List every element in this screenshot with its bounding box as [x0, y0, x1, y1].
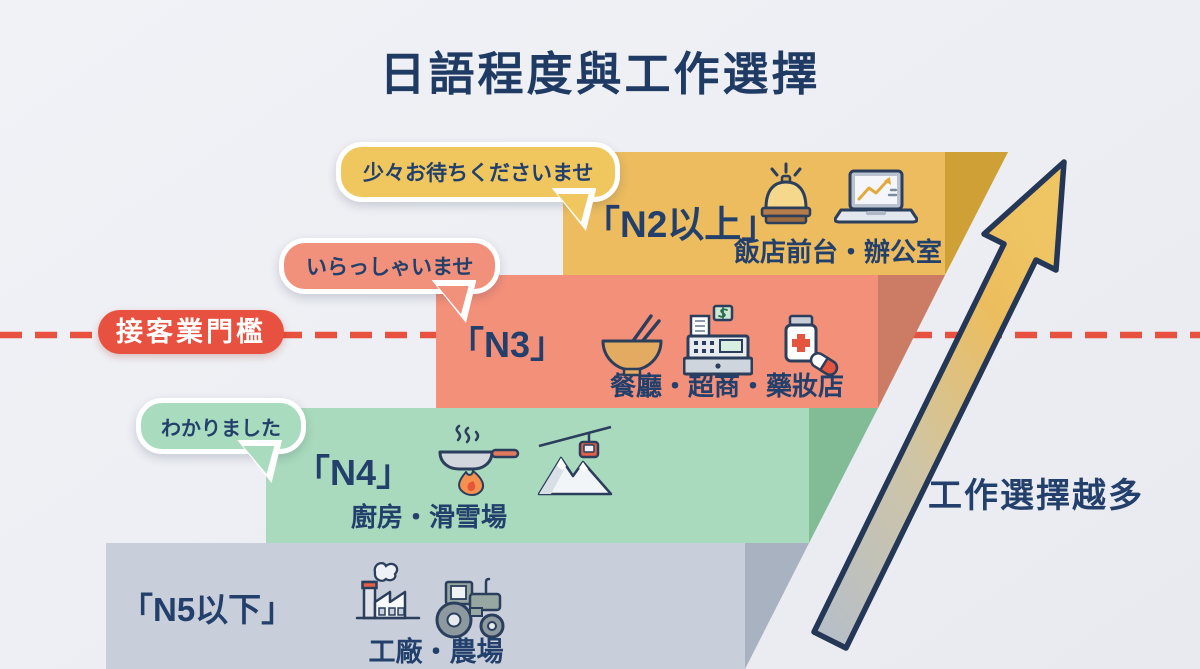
growth-arrow — [811, 159, 1067, 651]
tractor-icon — [435, 577, 505, 639]
speech-bubble-tail — [551, 194, 589, 222]
jobs-n4: 廚房・滑雪場 — [350, 502, 507, 532]
jobs-n3: 餐廳・超商・藥妝店 — [609, 371, 844, 401]
step-n5-shaded-edge — [745, 543, 809, 669]
ropeway-icon — [537, 425, 613, 496]
cash-register-icon — [683, 304, 753, 376]
medicine-icon — [784, 314, 839, 376]
level-label-n2: 「N2以上」 — [583, 204, 779, 245]
speech-bubble-tail — [431, 286, 469, 314]
speech-bubble-n3-text: いらっしゃいませ — [306, 256, 474, 279]
step-n3-shaded-edge — [878, 275, 945, 408]
step-n4-shaded-edge — [809, 408, 878, 543]
speech-bubble-n2-text: 少々お待ちくださいませ — [363, 162, 594, 185]
jobs-n5: 工廠・農場 — [368, 637, 504, 667]
page-title: 日語程度與工作選擇 — [379, 48, 821, 100]
service-bell-icon — [760, 162, 812, 225]
level-label-n5: 「N5以下」 — [120, 591, 295, 628]
speech-bubble-tail — [237, 446, 275, 474]
threshold-badge: 接客業門檻 — [98, 310, 284, 354]
factory-icon — [355, 562, 421, 620]
speech-bubble-n4: わかりました — [136, 398, 306, 454]
arrow-label: 工作選擇越多 — [928, 477, 1144, 515]
speech-bubble-n2: 少々お待ちくださいませ — [336, 142, 621, 202]
laptop-chart-icon — [834, 169, 918, 224]
jobs-n2: 飯店前台・辦公室 — [733, 237, 942, 267]
speech-bubble-n3: いらっしゃいませ — [279, 238, 501, 294]
level-label-n4: 「N4」 — [294, 452, 413, 493]
step-n2-shaded-edge — [945, 152, 1008, 275]
rice-bowl-icon — [601, 314, 663, 377]
level-label-n3: 「N3」 — [448, 324, 567, 365]
frying-pan-icon — [438, 424, 520, 496]
speech-bubble-n4-text: わかりました — [161, 417, 281, 440]
